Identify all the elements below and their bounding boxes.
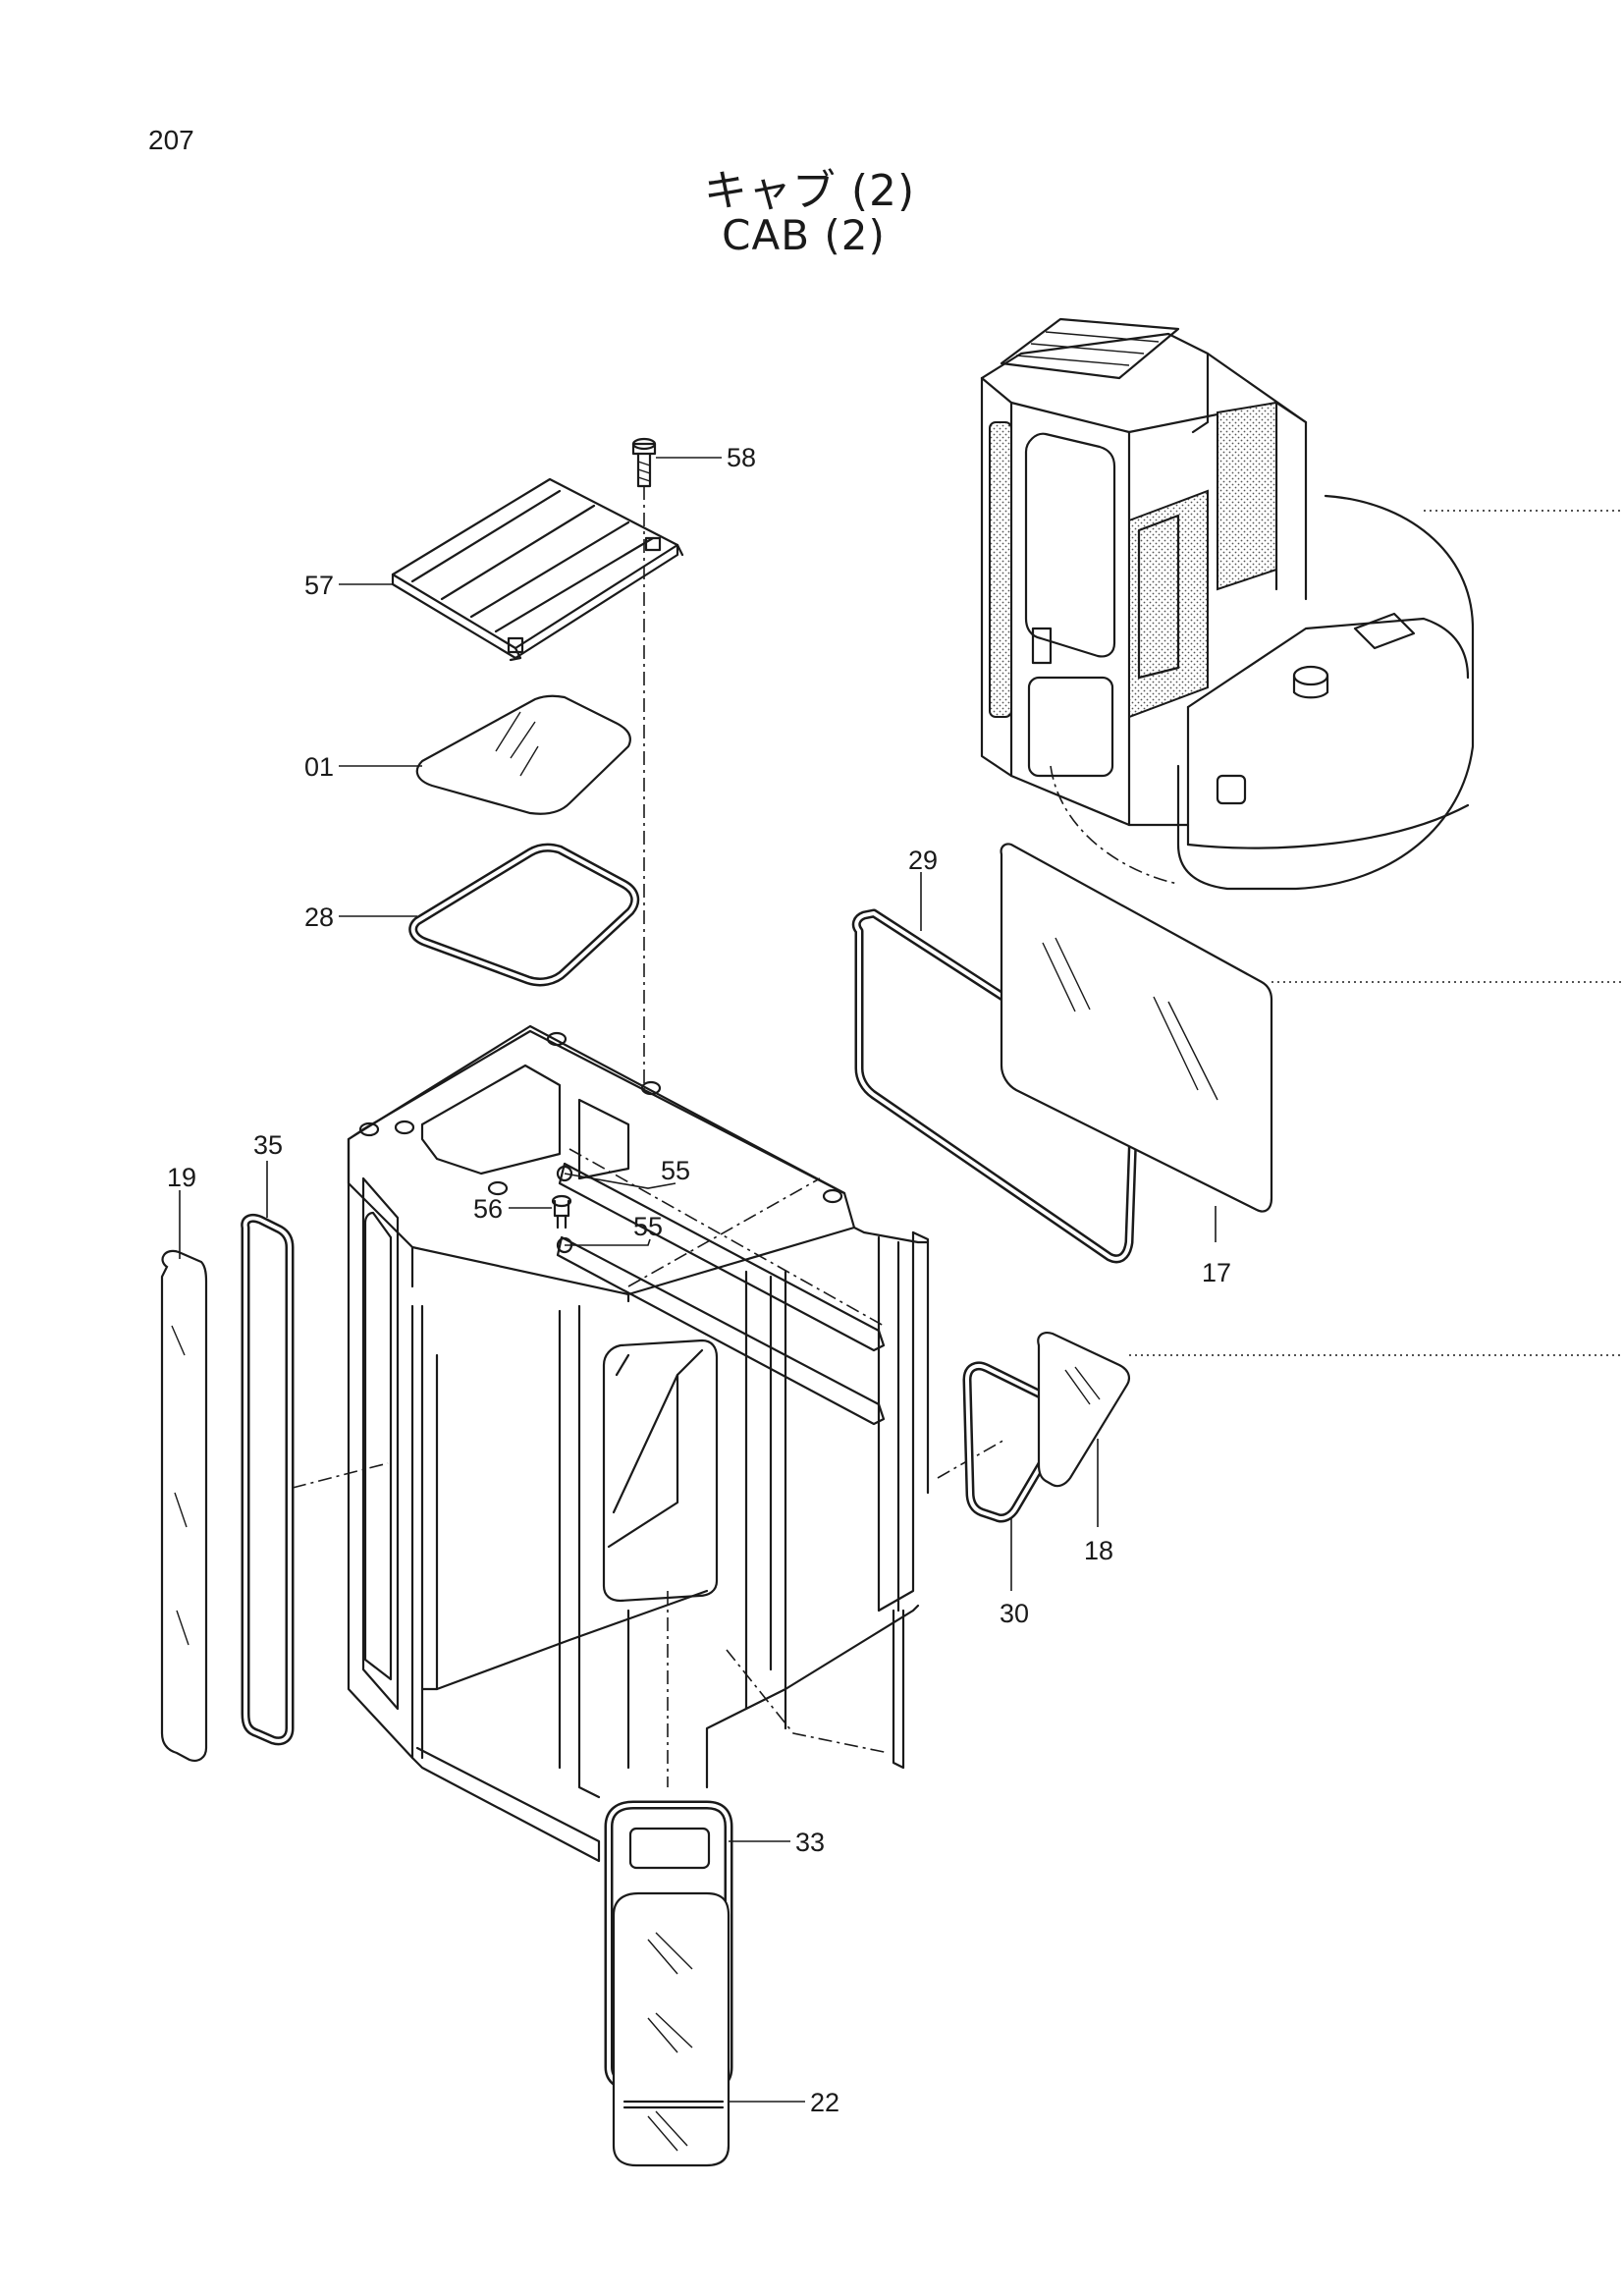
- part-28-roof-gasket: [408, 843, 640, 987]
- part-30-corner-gasket: [962, 1361, 1073, 1523]
- part-17-side-glass: [1000, 843, 1622, 1213]
- part-label-30: 30: [1000, 1599, 1029, 1628]
- part-label-58: 58: [727, 443, 756, 472]
- part-labels: 58 57 01 28 29 17 19 35 55 55 56 30 18 3…: [167, 443, 1231, 2117]
- part-label-18: 18: [1084, 1536, 1113, 1565]
- excavator-overview: [980, 317, 1622, 891]
- part-35-left-gasket: [241, 1213, 295, 1746]
- part-label-22: 22: [810, 2088, 839, 2117]
- part-58-bolt: [631, 437, 657, 488]
- part-label-35: 35: [253, 1130, 283, 1160]
- part-label-56: 56: [473, 1194, 503, 1224]
- leader-lines: [179, 457, 1217, 2103]
- part-label-19: 19: [167, 1163, 196, 1192]
- part-label-17: 17: [1202, 1258, 1231, 1287]
- page-number: 207: [148, 125, 194, 155]
- part-01-roof-glass: [415, 694, 631, 815]
- part-label-55-lower: 55: [633, 1212, 663, 1241]
- part-56-bolt: [551, 1194, 572, 1230]
- part-22-door-glass: [612, 1891, 730, 2167]
- part-19-left-glass: [160, 1249, 208, 1762]
- part-label-55-upper: 55: [661, 1156, 690, 1185]
- cab-frame: [347, 1024, 1007, 1863]
- title-japanese: キャブ (2): [703, 166, 916, 216]
- title-english: CAB (2): [722, 211, 886, 259]
- part-label-28: 28: [304, 902, 334, 932]
- part-label-33: 33: [795, 1828, 825, 1857]
- part-57-roof-guard: [391, 477, 684, 662]
- part-29-side-gasket: [851, 908, 1140, 1264]
- part-label-57: 57: [304, 571, 334, 600]
- part-label-29: 29: [908, 846, 938, 875]
- part-label-01: 01: [304, 752, 334, 782]
- part-18-corner-glass: [1037, 1332, 1622, 1488]
